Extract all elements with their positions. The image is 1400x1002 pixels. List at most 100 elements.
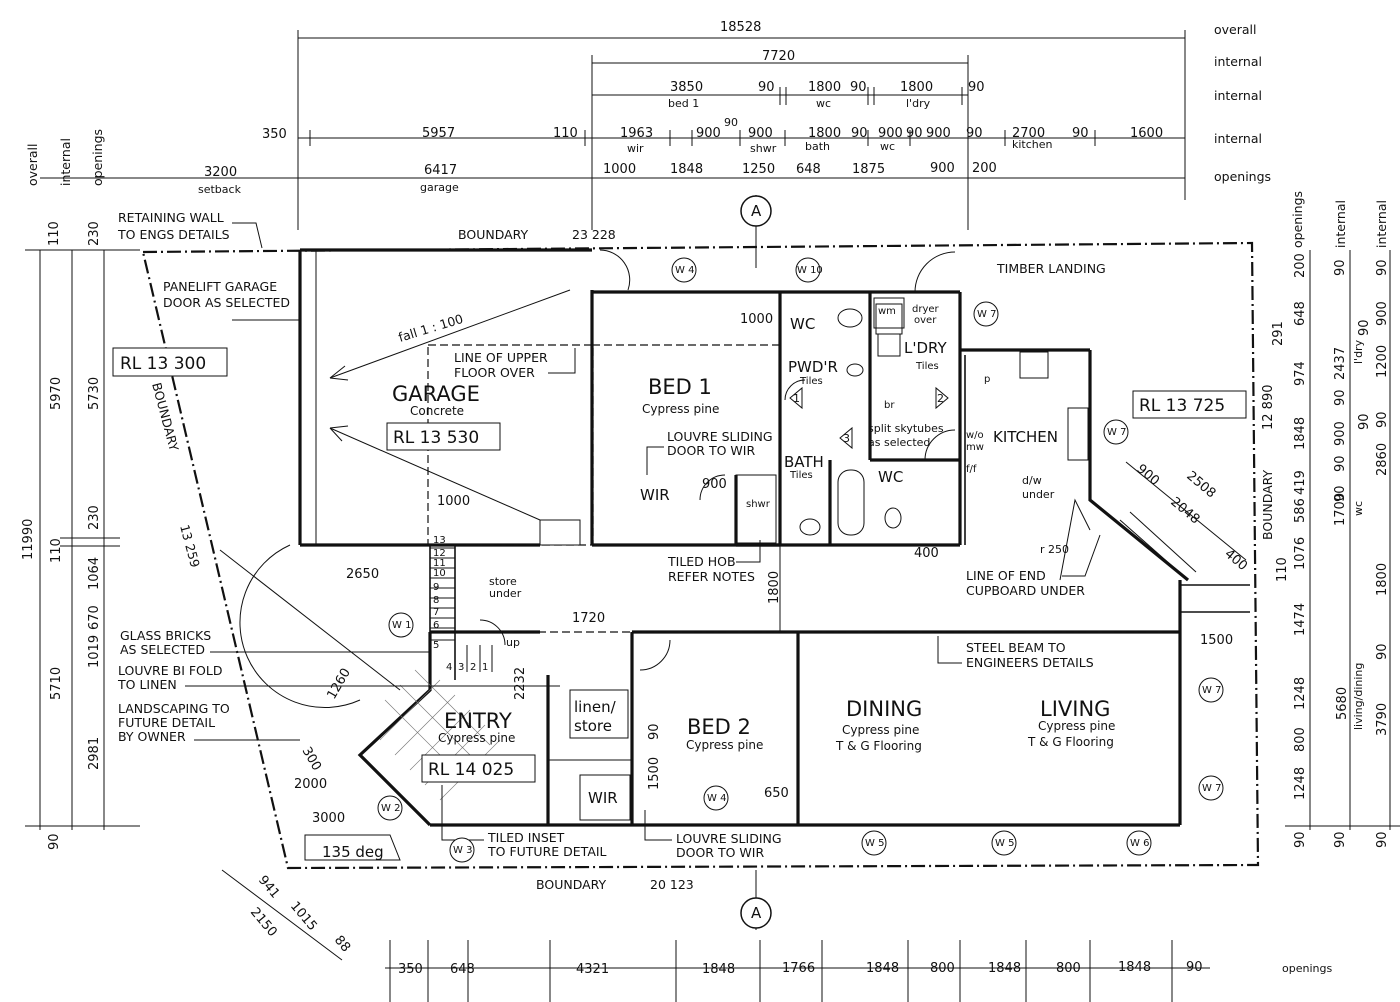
dim-g-5957: 5957 <box>422 126 455 141</box>
dim-g-90-e: 90 <box>1072 126 1089 141</box>
inner-1260: 1260 <box>324 666 354 702</box>
inner-400b: 400 <box>1221 547 1250 574</box>
row-label-internal-1: internal <box>1214 54 1262 69</box>
room-bed2: BED 2 <box>687 715 751 739</box>
room-entry: ENTRY <box>444 709 512 733</box>
right-int-90: 90 <box>1333 259 1348 276</box>
note-landscaping-3: BY OWNER <box>118 729 186 744</box>
dim-ldry-upper: 1800 <box>900 80 933 95</box>
note-end-cupboard-1: LINE OF END <box>966 568 1046 583</box>
room-entry-finish: Cypress pine <box>438 731 515 745</box>
note-store-under-1: store <box>489 575 517 588</box>
note-retaining-2: TO ENGS DETAILS <box>117 227 230 242</box>
bottom-label-openings: openings <box>1282 962 1332 975</box>
right-dim-586: 586 <box>1293 498 1308 523</box>
note-louvre-wir2-2: DOOR TO WIR <box>676 845 764 860</box>
room-linen-store: store <box>574 717 612 735</box>
boundary-right-label: BOUNDARY <box>1260 469 1275 540</box>
dim-ldry-upper-label: l'dry <box>906 97 931 110</box>
dim-o-900: 900 <box>930 161 955 176</box>
left-header-internal: internal <box>58 138 73 186</box>
inner-1000b: 1000 <box>437 494 470 509</box>
note-store-under-2: under <box>489 587 522 600</box>
note-p: p <box>984 374 990 385</box>
inner-2650: 2650 <box>346 567 379 582</box>
room-bath: BATH <box>784 453 824 471</box>
right-int-900: 900 <box>1333 421 1348 446</box>
inner-dimensions: 1000 900 1000 2650 1720 2232 1260 300 20… <box>221 312 1250 961</box>
room-bed1-finish: Cypress pine <box>642 402 719 416</box>
stair-num-6: 6 <box>433 620 439 631</box>
dim-label-garage: garage <box>420 181 459 194</box>
window-tag-w7-b: W 7 <box>1107 427 1126 438</box>
note-louvre-wir2-1: LOUVRE SLIDING <box>676 831 782 846</box>
right-int-90e: 90 <box>1333 831 1348 848</box>
left-dim-2981: 2981 <box>87 737 102 770</box>
note-louvre-bifold-1: LOUVRE BI FOLD <box>118 663 222 678</box>
stair-num-2: 2 <box>470 662 476 673</box>
left-dim-90: 90 <box>47 833 62 850</box>
room-ldry-finish: Tiles <box>915 361 939 372</box>
stair-num-10: 10 <box>433 568 446 579</box>
note-panelift-2: DOOR AS SELECTED <box>163 295 290 310</box>
note-steel-beam-1: STEEL BEAM TO <box>966 640 1066 655</box>
note-upper-1: LINE OF UPPER <box>454 350 548 365</box>
note-shwr: shwr <box>746 499 771 510</box>
dim-o-200: 200 <box>972 161 997 176</box>
note-over: over <box>914 315 937 326</box>
room-living-finish: Cypress pine <box>1038 719 1115 733</box>
right-dim-1076: 1076 <box>1293 537 1308 570</box>
bottom-dim-1848: 1848 <box>702 962 735 977</box>
right-int2-90b: 90 <box>1375 643 1390 660</box>
inner-2000: 2000 <box>294 777 327 792</box>
note-retaining-1: RETAINING WALL <box>118 210 224 225</box>
dim-g-2700: 2700 <box>1012 126 1045 141</box>
inner-1720: 1720 <box>572 611 605 626</box>
dim-g-90-b: 90 <box>851 126 868 141</box>
dim-bed1-label: bed 1 <box>668 97 699 110</box>
dim-g-110: 110 <box>553 126 578 141</box>
dim-wc-upper-label: wc <box>816 97 831 110</box>
inner-1500b: 1500 <box>647 757 662 790</box>
window-tag-w2: W 2 <box>381 803 400 814</box>
inner-1800: 1800 <box>767 571 782 604</box>
dim-o-648: 648 <box>796 162 821 177</box>
stair-up-label: up <box>506 636 520 649</box>
room-bed2-finish: Cypress pine <box>686 738 763 752</box>
left-dim-110b: 110 <box>49 538 64 563</box>
dim-g-900-c: 900 <box>878 126 903 141</box>
room-living: LIVING <box>1040 697 1110 721</box>
left-dim-670: 670 <box>87 605 102 630</box>
window-tag-w7-c: W 7 <box>1202 685 1221 696</box>
bottom-dim-1848b: 1848 <box>866 961 899 976</box>
dim-g-1963: 1963 <box>620 126 653 141</box>
note-upper-2: FLOOR OVER <box>454 365 535 380</box>
boundary-left-label: BOUNDARY <box>149 381 182 453</box>
dim-g-350: 350 <box>262 127 287 142</box>
right-dim-1248: 1248 <box>1293 677 1308 710</box>
right-dim-800: 800 <box>1293 727 1308 752</box>
right-dim-648: 648 <box>1293 301 1308 326</box>
right-dim-200: 200 <box>1293 253 1308 278</box>
note-timber-landing: TIMBER LANDING <box>996 261 1106 276</box>
window-tag-w7-d: W 7 <box>1202 783 1221 794</box>
rl-14025: RL 14 025 <box>428 760 514 780</box>
row-label-overall: overall <box>1214 22 1256 37</box>
window-tag-w1: W 1 <box>392 620 411 631</box>
stair-num-13: 13 <box>433 535 446 546</box>
note-end-cupboard-2: CUPBOARD UNDER <box>966 583 1085 598</box>
right-header-internal-2: internal <box>1374 200 1389 248</box>
dim-label-wc: wc <box>880 140 895 153</box>
note-louvre-wir1-1: LOUVRE SLIDING <box>667 429 773 444</box>
section-a-bottom: A <box>751 904 762 922</box>
note-glass-bricks-2: AS SELECTED <box>120 642 205 657</box>
right-int-110: 110 <box>1275 557 1290 582</box>
right-dim-90: 90 <box>1293 831 1308 848</box>
stair-num-4: 4 <box>446 662 452 673</box>
room-wir-1: WIR <box>640 486 670 504</box>
note-tiled-inset-2: TO FUTURE DETAIL <box>487 844 607 859</box>
left-dim-5730: 5730 <box>87 377 102 410</box>
note-mw: mw <box>966 442 984 453</box>
dim-o-6417: 6417 <box>424 163 457 178</box>
dim-g-900-d: 900 <box>926 126 951 141</box>
